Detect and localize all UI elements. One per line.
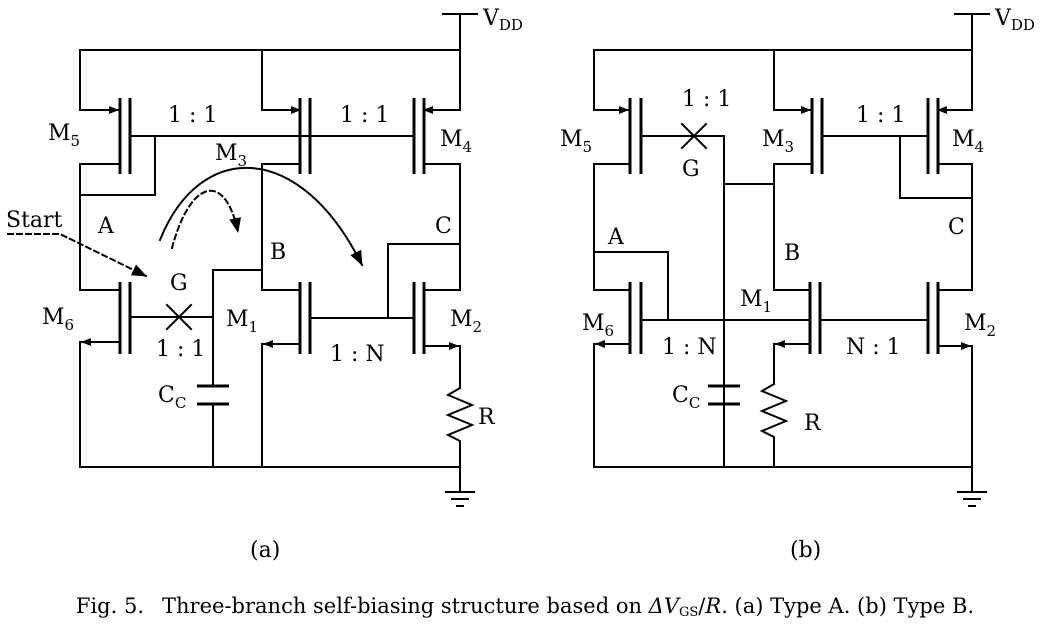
capacitor-cc (197, 384, 229, 468)
capacitor-cc (708, 384, 740, 406)
node-g-cross (129, 269, 263, 385)
caption-text: Three-branch self-biasing structure base… (162, 594, 649, 618)
node-g: G (682, 157, 700, 182)
node-c-wire (387, 243, 461, 319)
panel-a: VDD 1 : 1 1 : 1 (6, 6, 523, 563)
svg-text:VDD: VDD (482, 6, 523, 34)
transistor-m3 (723, 49, 824, 291)
vdd-supply: VDD (954, 6, 1035, 51)
label-m4: M4 (440, 127, 472, 156)
resistor-r (445, 386, 475, 468)
label-m3: M3 (762, 127, 794, 156)
svg-text:VDD: VDD (994, 6, 1035, 34)
ratio-top-right: 1 : 1 (340, 103, 389, 128)
label-m1: M1 (740, 287, 772, 316)
node-g: G (170, 271, 188, 296)
node-a: A (97, 214, 115, 239)
ratio-top-right: 1 : 1 (856, 103, 905, 128)
node-a: A (607, 225, 625, 250)
transistor-m4 (821, 49, 973, 291)
ratio-top-left: 1 : 1 (682, 87, 731, 112)
caption-delta: ΔV (648, 594, 679, 618)
transistor-m2 (412, 282, 461, 389)
panel-b: VDD 1 : 1 1 : 1 (560, 6, 1035, 563)
label-m2: M2 (964, 311, 996, 340)
node-b: B (270, 240, 286, 265)
panel-label-b: (b) (790, 538, 821, 563)
label-cc: CC (158, 383, 186, 412)
ratio-top-left: 1 : 1 (168, 103, 217, 128)
node-c: C (435, 214, 452, 239)
transistor-m1 (773, 282, 822, 385)
node-b: B (784, 241, 800, 266)
node-g-cross (680, 122, 708, 150)
label-m3: M3 (215, 141, 247, 170)
solid-arc-arrow (158, 166, 364, 267)
resistor-r (759, 382, 789, 468)
label-start: Start (6, 208, 63, 233)
transistor-m6 (79, 282, 132, 468)
ground-symbol (445, 466, 475, 507)
label-m2: M2 (450, 307, 482, 336)
caption-r: R (705, 594, 722, 618)
transistor-m6 (593, 282, 643, 468)
node-c: C (948, 215, 965, 240)
figure-caption: Fig. 5. Three-branch self-biasing structu… (0, 594, 1050, 620)
start-arrow (7, 233, 148, 278)
ground-symbol (957, 466, 987, 507)
transistor-m2 (926, 282, 973, 468)
panel-label-a: (a) (250, 538, 280, 563)
ratio-right: N : 1 (846, 335, 901, 360)
label-m6: M6 (42, 305, 74, 334)
transistor-m5 (79, 49, 156, 196)
caption-fig-label: Fig. 5. (75, 594, 145, 618)
label-m4: M4 (952, 127, 984, 156)
transistor-m5 (593, 49, 725, 468)
label-m5: M5 (48, 121, 80, 150)
transistor-m4 (412, 49, 461, 291)
vdd-supply: VDD (442, 6, 523, 51)
label-cc: CC (672, 383, 700, 412)
ratio-left: 1 : N (662, 335, 717, 360)
label-m1: M1 (226, 307, 258, 336)
dashed-arc-arrow (170, 189, 241, 250)
label-m5: M5 (560, 127, 592, 156)
caption-delta-sub: GS (679, 605, 699, 620)
transistor-m1 (261, 282, 312, 468)
ratio-g: 1 : 1 (156, 337, 205, 362)
ratio-mid: 1 : N (330, 342, 385, 367)
label-r: R (478, 405, 496, 430)
label-r: R (804, 411, 822, 436)
caption-tail: . (a) Type A. (b) Type B. (721, 594, 975, 618)
label-m6: M6 (582, 311, 614, 340)
caption-slash: / (698, 594, 706, 618)
